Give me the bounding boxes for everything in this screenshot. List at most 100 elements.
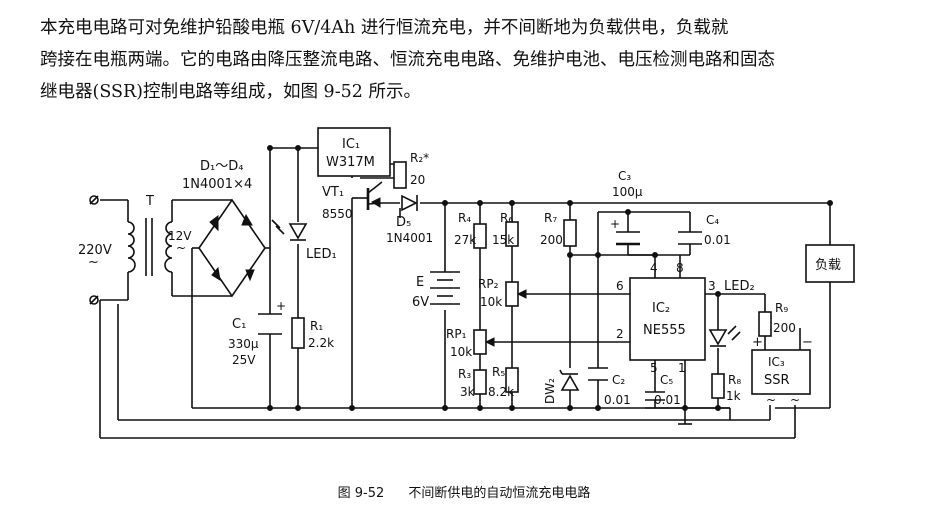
d5-part-label: 1N4001 [386, 231, 433, 245]
resistor-r4 [473, 223, 487, 249]
potentiometer-rp2 [505, 281, 519, 307]
resistor-r8 [711, 373, 725, 399]
secondary-ac-symbol: ~ [176, 241, 186, 255]
junction-dots [267, 145, 833, 411]
regulator-ic1 [317, 127, 391, 177]
r9-value: 200 [773, 321, 796, 335]
paragraph-line-2: 跨接在电瓶两端。它的电路由降压整流电路、恒流充电电路、免维护电池、电压检测电路和… [40, 50, 775, 70]
battery-label: E [416, 275, 424, 290]
rp1-label: RP₁ [446, 327, 467, 341]
led2 [708, 325, 741, 347]
resistor-r5 [505, 367, 519, 393]
diodes-part-label: 1N4001×4 [182, 177, 252, 192]
c4-value: 0.01 [704, 233, 731, 247]
potentiometer-rp1 [473, 329, 487, 355]
r5-value: 8.2k [488, 385, 514, 399]
vt1-label: VT₁ [322, 185, 344, 200]
zener-dw2 [559, 369, 580, 391]
c5-label: C₅ [660, 373, 673, 387]
mains-ac-symbol: ~ [88, 255, 99, 270]
battery-e [430, 271, 460, 305]
ssr-ic3 [751, 349, 811, 395]
ssr-minus-terminal: − [802, 335, 813, 350]
svg-text:+: + [276, 299, 286, 313]
r4-value: 27k [454, 233, 476, 247]
capacitor-c3: + [610, 217, 640, 246]
rp1-wiper-arrow [484, 337, 495, 347]
pin6-label: 6 [616, 279, 624, 293]
pin3-label: 3 [708, 279, 716, 293]
c3-value: 100μ [612, 185, 643, 199]
resistor-r9 [758, 311, 772, 337]
c3-label: C₃ [618, 169, 631, 183]
wiring [99, 147, 831, 439]
dw2-label: DW₂ [543, 378, 557, 404]
mains-terminal-bottom [89, 295, 99, 305]
c2-value: 0.01 [604, 393, 631, 407]
resistor-r1 [291, 317, 305, 349]
figure-caption: 图 9-52 不间断供电的自动恒流充电电路 [0, 482, 928, 501]
r9-label: R₉ [775, 301, 788, 315]
intro-paragraph: 本充电电路可对免维护铅酸电瓶 6V/4Ah 进行恒流充电，并不间断地为负载供电，… [40, 12, 910, 108]
capacitor-c4 [678, 231, 702, 245]
transformer-label: T [145, 194, 154, 209]
timer-ic2 [629, 277, 706, 361]
rp2-label: RP₂ [478, 277, 499, 291]
rp1-value: 10k [450, 345, 472, 359]
pin1-label: 1 [678, 361, 686, 375]
c5-value: 0.01 [654, 393, 681, 407]
r7-value: 200 [540, 233, 563, 247]
r3-value: 3k [460, 385, 475, 399]
mains-terminal-top [89, 195, 99, 205]
rp2-wiper-arrow [516, 289, 527, 299]
ic1-part-label: W317M [326, 155, 375, 170]
r8-value: 1k [726, 389, 741, 403]
capacitor-c2 [588, 367, 608, 381]
capacitor-c1: + [258, 299, 286, 335]
r3-label: R₃ [458, 367, 471, 381]
transistor-vt1 [352, 181, 383, 210]
bridge-rectifier [198, 198, 266, 298]
secondary-voltage-label: 12V [168, 229, 192, 243]
ssr-ac-terminal-2: ~ [790, 393, 800, 407]
svg-text:+: + [610, 217, 620, 231]
r5-label: R₅ [492, 365, 505, 379]
c1-label: C₁ [232, 317, 246, 332]
r7-label: R₇ [544, 211, 557, 225]
c2-label: C₂ [612, 373, 625, 387]
load-label: 负载 [815, 258, 841, 273]
transformer [127, 218, 173, 276]
ic3-part-label: SSR [764, 373, 790, 388]
r2-value: 20 [410, 173, 425, 187]
r8-label: R₈ [728, 373, 741, 387]
resistor-r7 [563, 219, 577, 247]
r1-label: R₁ [310, 319, 323, 333]
resistor-r2 [393, 161, 407, 189]
pin4-label: 4 [650, 261, 658, 275]
pin8-label: 8 [676, 261, 684, 275]
led2-label: LED₂ [724, 279, 755, 294]
c1-value-1: 330μ [228, 337, 259, 351]
battery-value: 6V [412, 295, 429, 310]
c4-label: C₄ [706, 213, 719, 227]
vt1-part-label: 8550 [322, 207, 353, 221]
resistor-r3 [473, 369, 487, 395]
r1-value: 2.2k [308, 336, 334, 350]
r6-label: R₆ [500, 211, 513, 225]
ic1-label: IC₁ [342, 137, 360, 152]
paragraph-line-3: 继电器(SSR)控制电路等组成，如图 9-52 所示。 [40, 82, 421, 102]
led1-label: LED₁ [306, 247, 337, 262]
mains-label: 220V [78, 243, 112, 258]
figure-number: 图 9-52 [337, 486, 385, 501]
diode-d5 [401, 194, 418, 212]
ic2-label: IC₂ [652, 301, 670, 316]
resistor-r6 [505, 221, 519, 247]
led1 [271, 219, 308, 241]
ssr-ac-terminal-1: ~ [766, 393, 776, 407]
d5-label: D₅ [396, 215, 411, 230]
r6-value: 15k [492, 233, 514, 247]
ic2-part-label: NE555 [643, 323, 686, 338]
pin5-label: 5 [650, 361, 658, 375]
paragraph-line-1: 本充电电路可对免维护铅酸电瓶 6V/4Ah 进行恒流充电，并不间断地为负载供电，… [40, 18, 729, 38]
